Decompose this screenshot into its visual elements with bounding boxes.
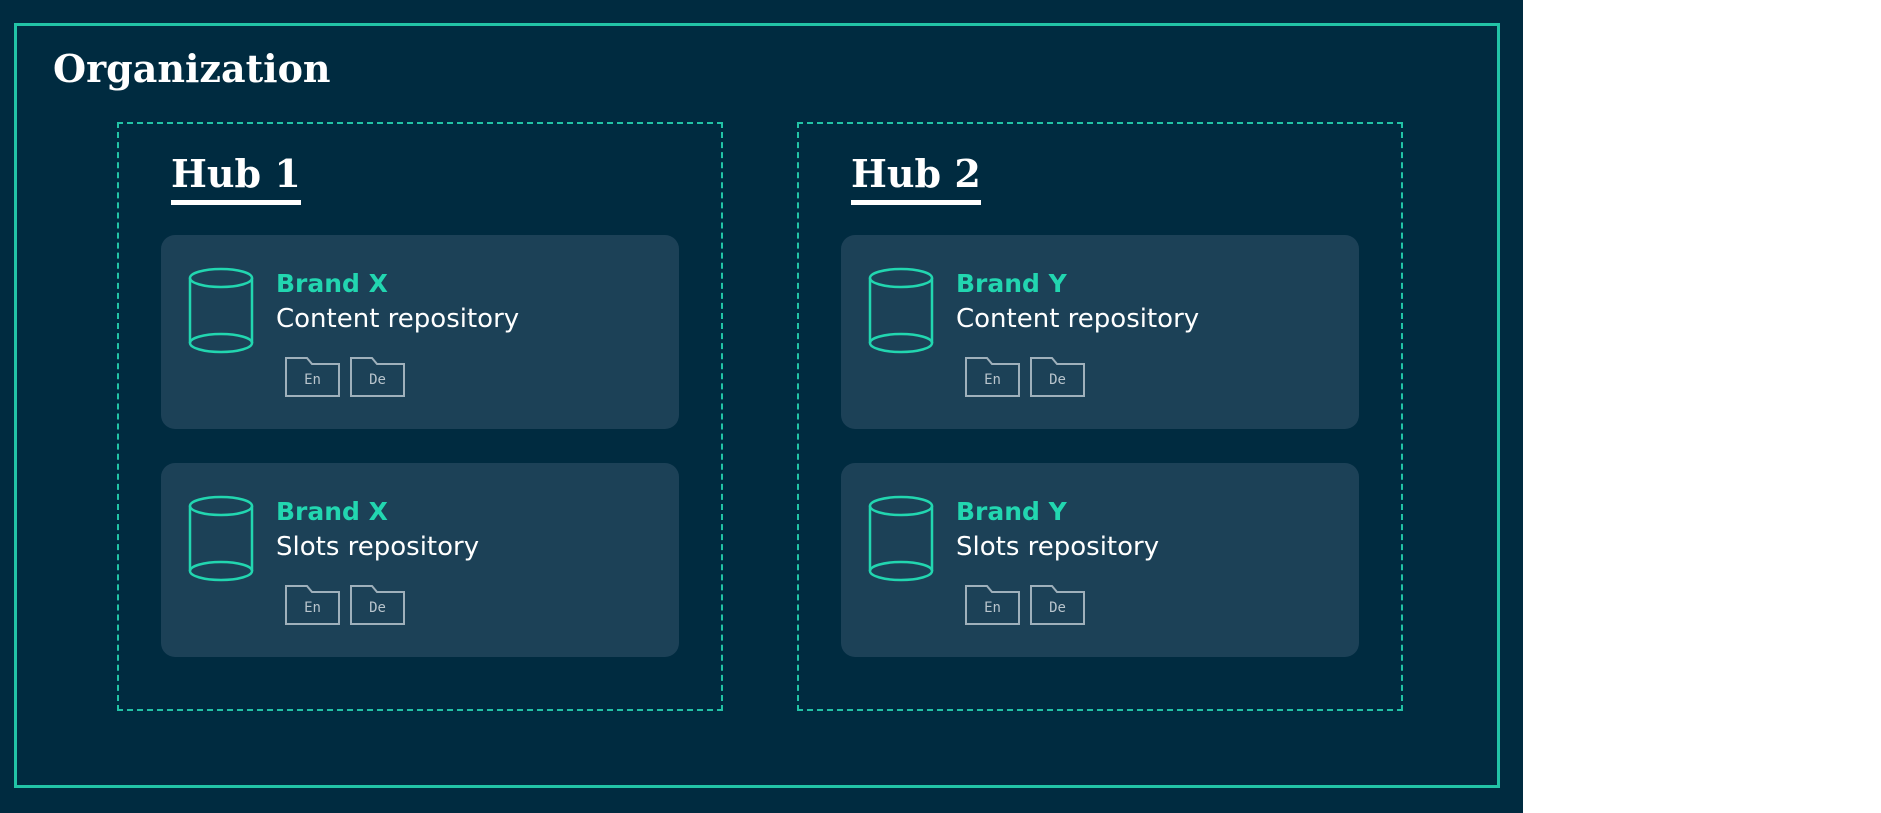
database-icon (188, 495, 254, 582)
organization-title: Organization (53, 46, 331, 91)
folder-icon: De (1030, 355, 1085, 397)
hub-title: Hub 2 (851, 154, 981, 205)
repository-card: Brand Y Slots repository En De (841, 463, 1359, 657)
hub-1: Hub 1 Brand X Content repository En De (117, 122, 723, 711)
repository-name: Slots repository (956, 532, 1160, 562)
database-icon (188, 267, 254, 354)
folder-icon: De (350, 355, 405, 397)
folder-icon: En (285, 583, 340, 625)
repository-card: Brand X Slots repository En De (161, 463, 679, 657)
hub-2: Hub 2 Brand Y Content repository En De (797, 122, 1403, 711)
locale-folders: En De (965, 355, 1085, 397)
locale-folders: En De (285, 355, 405, 397)
repository-brand: Brand Y (956, 497, 1067, 526)
database-icon (868, 267, 934, 354)
repository-name: Content repository (276, 304, 520, 334)
folder-label: De (1049, 600, 1066, 616)
folder-icon: En (285, 355, 340, 397)
repository-name: Slots repository (276, 532, 480, 562)
repository-card: Brand X Content repository En De (161, 235, 679, 429)
hub-title: Hub 1 (171, 154, 301, 205)
folder-label: En (984, 372, 1001, 388)
organization-frame (14, 23, 1500, 788)
folder-label: De (1049, 372, 1066, 388)
folder-icon: De (350, 583, 405, 625)
repository-brand: Brand X (276, 269, 388, 298)
folder-label: De (369, 600, 386, 616)
diagram-canvas: Organization Hub 1 Brand X Content repos… (0, 0, 1523, 813)
folder-label: En (304, 372, 321, 388)
locale-folders: En De (965, 583, 1085, 625)
repository-brand: Brand Y (956, 269, 1067, 298)
database-icon (868, 495, 934, 582)
folder-label: En (304, 600, 321, 616)
locale-folders: En De (285, 583, 405, 625)
repository-name: Content repository (956, 304, 1200, 334)
folder-label: De (369, 372, 386, 388)
repository-brand: Brand X (276, 497, 388, 526)
folder-icon: En (965, 583, 1020, 625)
folder-icon: De (1030, 583, 1085, 625)
folder-icon: En (965, 355, 1020, 397)
folder-label: En (984, 600, 1001, 616)
repository-card: Brand Y Content repository En De (841, 235, 1359, 429)
